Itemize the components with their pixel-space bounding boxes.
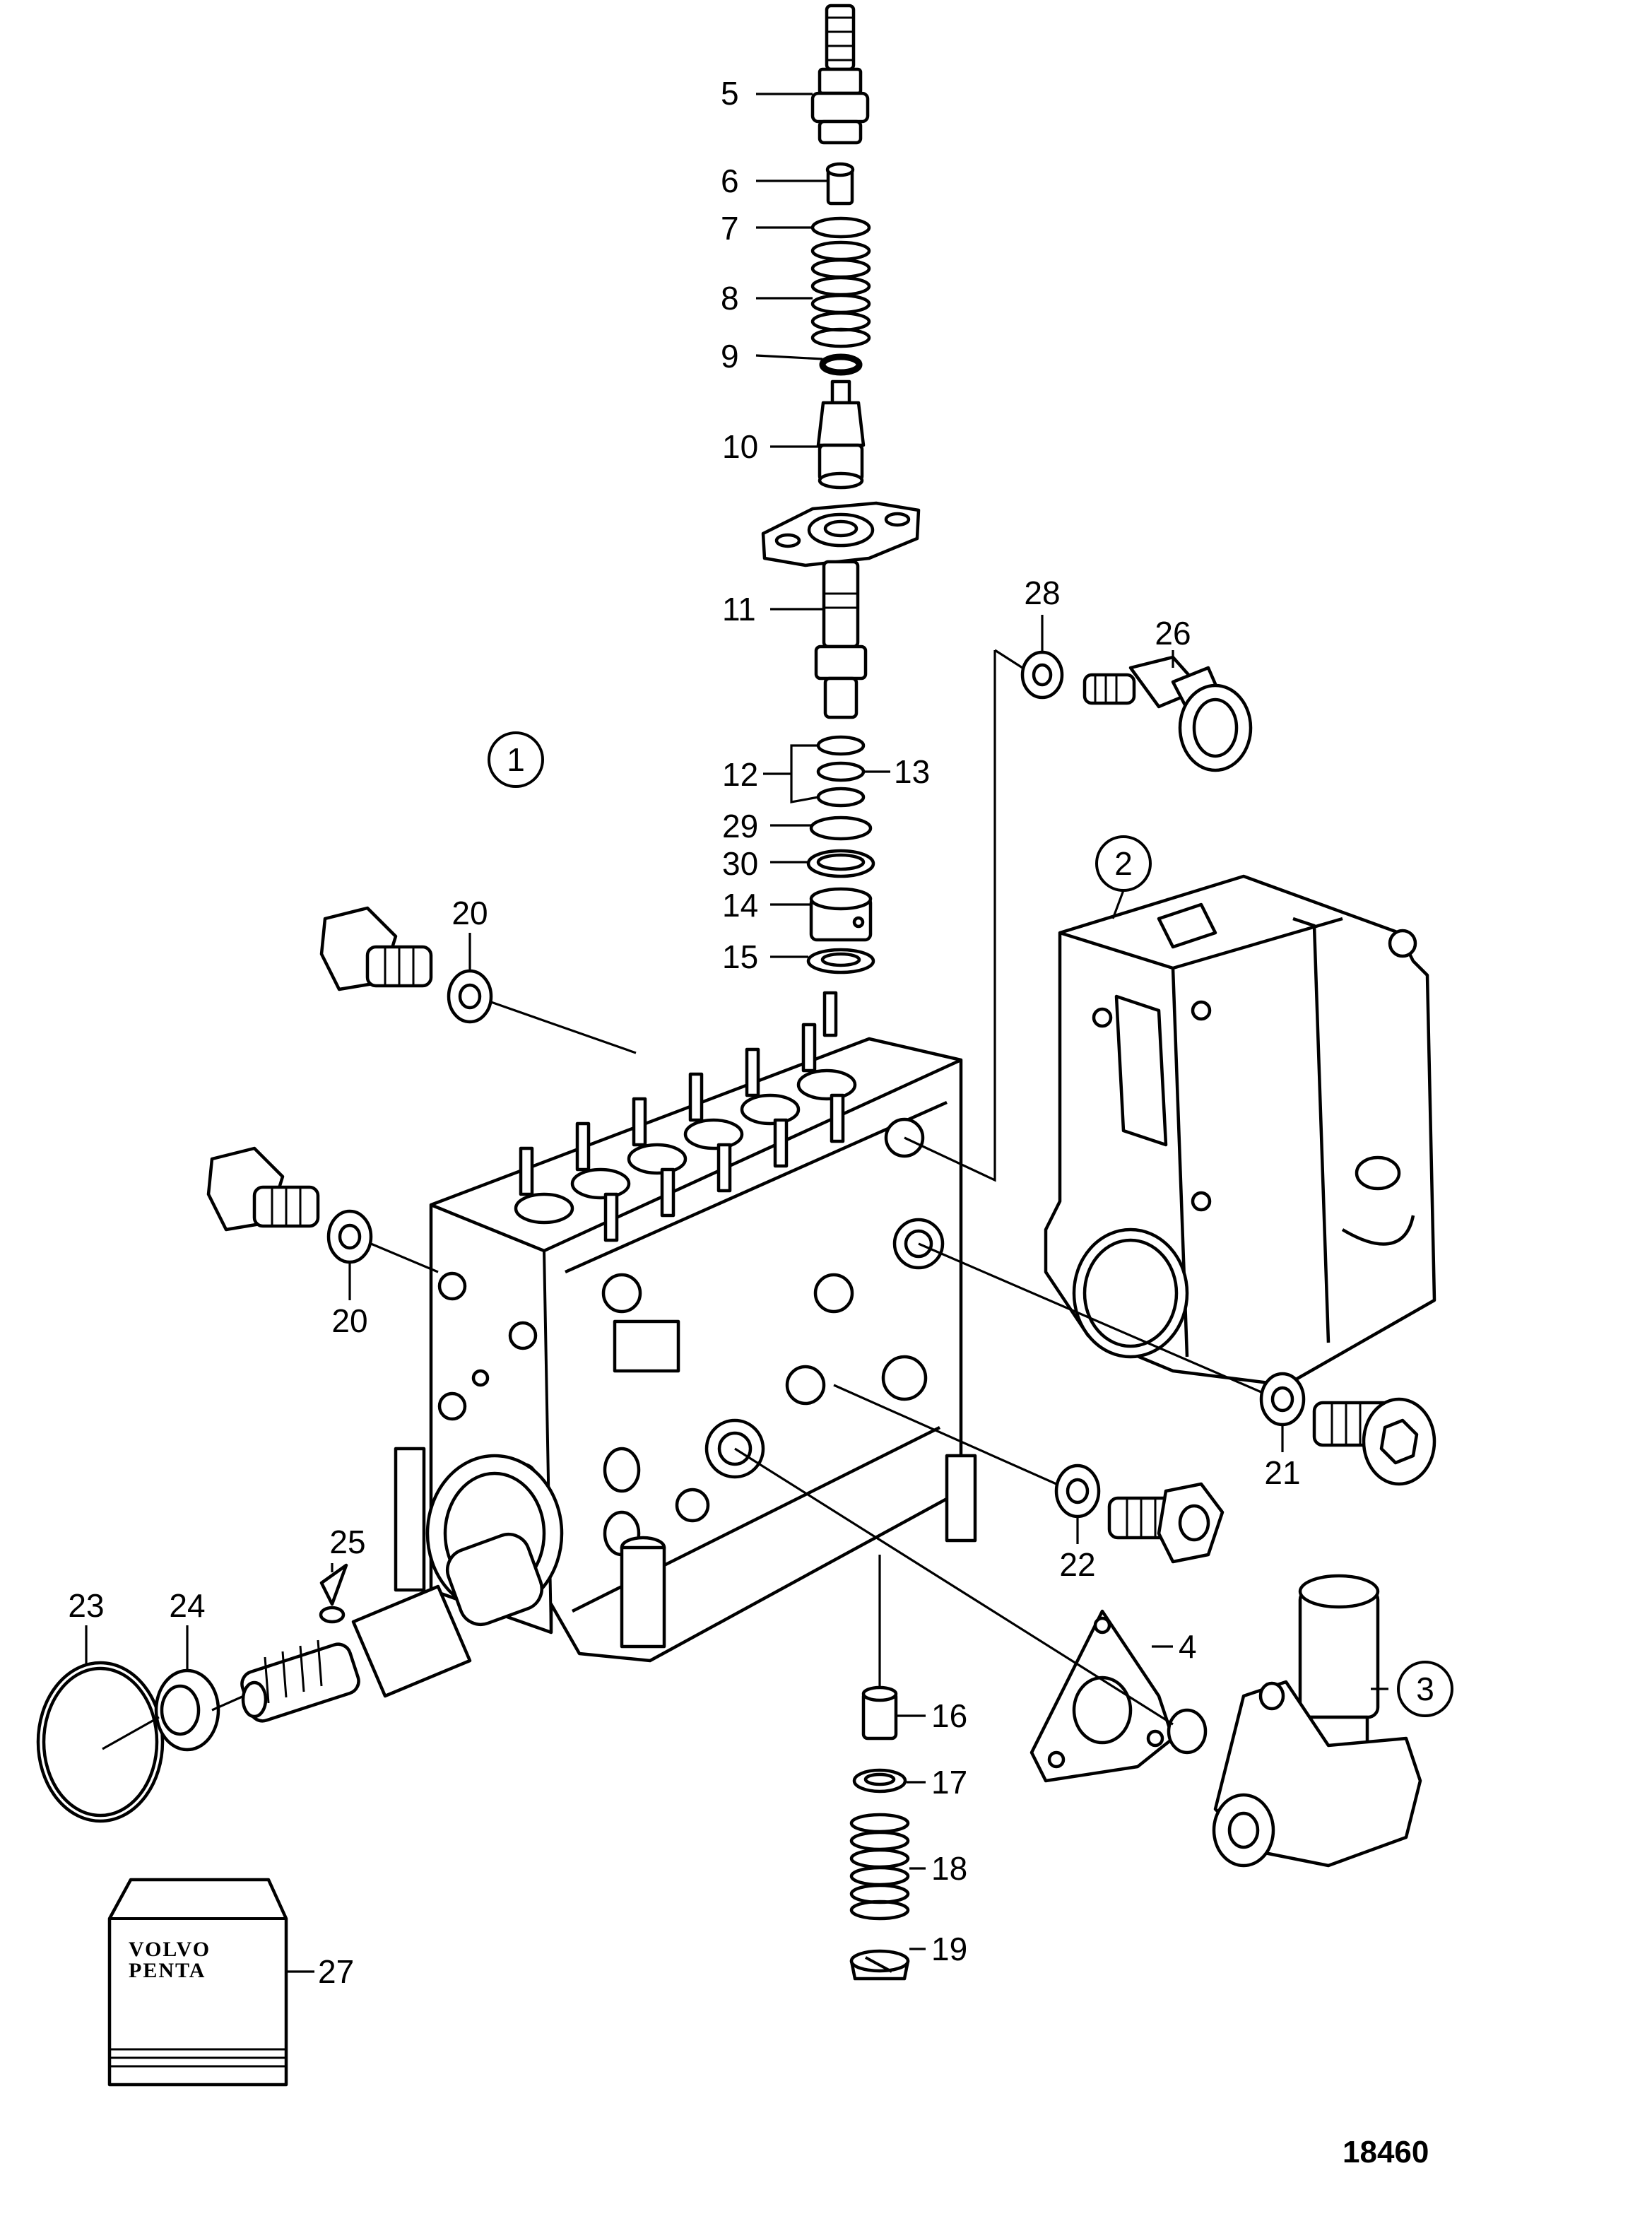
feed-pump-3 xyxy=(1167,1574,1422,1868)
label-16: 16 xyxy=(931,1697,967,1734)
label-17: 17 xyxy=(931,1764,967,1801)
label-5: 5 xyxy=(721,75,739,112)
washer-22 xyxy=(1054,1463,1101,1519)
label-25: 25 xyxy=(329,1524,365,1560)
callout-circle-1 xyxy=(488,731,544,788)
logo-penta-text: PENTA xyxy=(129,1959,206,1982)
washer-20-upper xyxy=(447,969,493,1024)
o-rings-12-13 xyxy=(816,735,866,808)
label-9: 9 xyxy=(721,338,739,375)
plug-21 xyxy=(1312,1397,1436,1486)
spring-18 xyxy=(849,1813,910,1921)
logo-volvo-text: VOLVO xyxy=(129,1938,211,1961)
label-28: 28 xyxy=(1024,575,1060,611)
bolt-20-lower xyxy=(206,1146,320,1232)
ring-29 xyxy=(809,815,873,841)
o-ring-7 xyxy=(810,216,871,239)
drawing-number: 18460 xyxy=(1343,2135,1429,2169)
bolt-20-upper xyxy=(319,906,433,991)
label-24: 24 xyxy=(169,1587,205,1624)
label-12: 12 xyxy=(722,756,758,793)
spring-seat-15 xyxy=(806,948,875,974)
label-3: 3 xyxy=(1416,1671,1434,1707)
seal-24 xyxy=(154,1668,220,1752)
spring-8 xyxy=(810,240,871,348)
plug-19 xyxy=(849,1949,910,1981)
label-4: 4 xyxy=(1179,1628,1197,1665)
label-1: 1 xyxy=(507,741,525,778)
label-8: 8 xyxy=(721,280,739,317)
label-20-lower: 20 xyxy=(331,1302,367,1339)
label-14: 14 xyxy=(722,887,758,924)
banjo-bolt-26 xyxy=(1082,655,1253,772)
drive-shaft xyxy=(240,1532,543,1723)
part-labels: 5 6 7 8 9 10 11 12 13 29 30 14 15 1 2 3 … xyxy=(68,75,1434,1990)
label-18: 18 xyxy=(931,1850,967,1887)
label-7: 7 xyxy=(721,210,739,247)
label-10: 10 xyxy=(722,428,758,465)
label-26: 26 xyxy=(1155,615,1191,652)
label-19: 19 xyxy=(931,1931,967,1967)
label-30: 30 xyxy=(722,845,758,882)
valve-sleeve xyxy=(825,162,855,206)
gasket-kit-envelope: VOLVO PENTA xyxy=(107,1878,288,2087)
label-15: 15 xyxy=(722,938,758,975)
washer-17 xyxy=(852,1768,907,1794)
barrel-flange-11 xyxy=(761,501,921,719)
label-6: 6 xyxy=(721,163,739,199)
sleeve-16 xyxy=(861,1685,898,1741)
callout-circle-3 xyxy=(1397,1661,1453,1717)
label-29: 29 xyxy=(722,808,758,844)
gasket-4 xyxy=(1029,1609,1175,1783)
sleeve-14 xyxy=(809,887,873,942)
washer-9 xyxy=(819,353,863,376)
label-2: 2 xyxy=(1114,845,1133,882)
label-21: 21 xyxy=(1264,1454,1300,1491)
washer-28 xyxy=(1020,650,1064,700)
bolt-22 xyxy=(1107,1482,1225,1564)
ring-30 xyxy=(806,849,875,878)
key-25 xyxy=(319,1563,348,1606)
label-27: 27 xyxy=(318,1953,354,1990)
washer-21 xyxy=(1259,1372,1306,1427)
label-20-upper: 20 xyxy=(452,895,488,931)
valve-body-10 xyxy=(816,379,866,490)
o-ring-23 xyxy=(36,1661,165,1823)
label-23: 23 xyxy=(68,1587,104,1624)
leader-lines xyxy=(85,93,1388,1973)
studs xyxy=(519,991,845,1242)
label-13: 13 xyxy=(894,753,930,790)
label-11: 11 xyxy=(722,591,756,628)
callout-circle-2 xyxy=(1095,835,1152,892)
delivery-valve-holder xyxy=(810,4,870,145)
governor-cover xyxy=(1044,874,1436,1387)
label-22: 22 xyxy=(1059,1546,1095,1583)
washer-20-lower xyxy=(326,1209,373,1264)
